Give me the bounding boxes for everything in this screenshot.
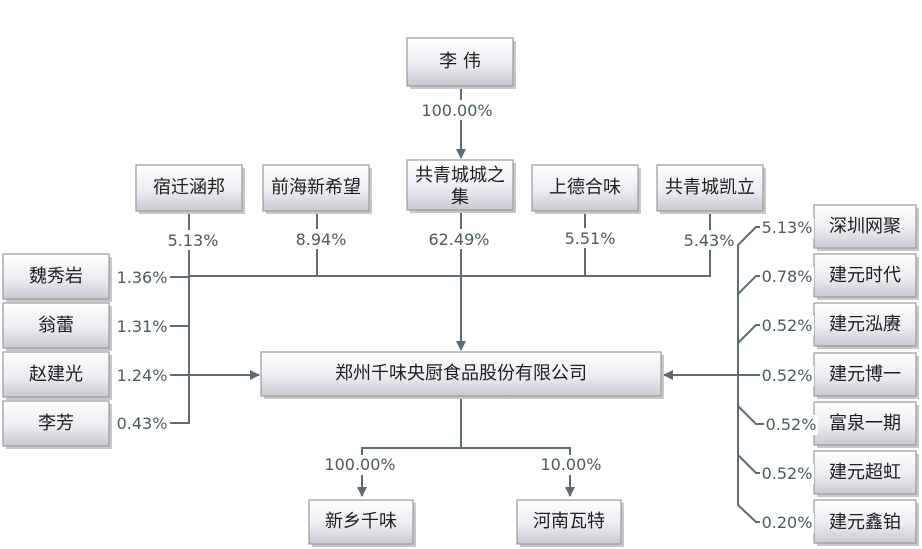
node-qh: 前海新希望 <box>262 164 372 214</box>
node-wl-label: 翁蕾 <box>38 315 74 336</box>
node-szwj-label: 深圳网聚 <box>829 216 901 237</box>
pct-jyby: 0.52% <box>762 366 813 385</box>
pct-hn: 10.00% <box>540 455 601 474</box>
connector-company-xx <box>357 398 462 497</box>
node-szwj: 深圳网聚 <box>813 204 919 251</box>
pct-jyhg: 0.52% <box>762 316 813 335</box>
pct-xx: 100.00% <box>324 455 395 474</box>
node-wl: 翁蕾 <box>2 302 112 351</box>
node-mid-label-1: 共青城城之 <box>415 165 505 186</box>
pct-kl: 5.43% <box>684 231 735 250</box>
node-jych-label: 建元超虹 <box>829 462 901 483</box>
pct-sd: 5.51% <box>565 229 616 248</box>
node-sd: 上德合味 <box>531 164 641 214</box>
pct-mid: 62.49% <box>428 230 489 249</box>
node-zjg: 赵建光 <box>2 351 112 400</box>
pct-qh: 8.94% <box>296 230 347 249</box>
node-mid-label-2: 集 <box>451 187 469 208</box>
node-fqyq: 富泉一期 <box>813 401 919 448</box>
percent-labels: 100.00% 5.13% 8.94% 62.49% 5.51% 5.43% 1… <box>114 100 818 533</box>
node-xx-label: 新乡千味 <box>325 511 397 532</box>
node-jyby: 建元博一 <box>813 352 919 399</box>
node-jysd-label: 建元时代 <box>829 265 901 286</box>
node-jych: 建元超虹 <box>813 450 919 497</box>
pct-wxy: 1.36% <box>117 268 168 287</box>
node-hn-label: 河南瓦特 <box>533 511 605 532</box>
pct-lf: 0.43% <box>117 414 168 433</box>
node-mid: 共青城城之 集 <box>406 159 516 213</box>
node-sd-label: 上德合味 <box>549 177 621 198</box>
node-jyby-label: 建元博一 <box>829 364 901 385</box>
pct-root-mid: 100.00% <box>421 101 492 120</box>
node-sq-label: 宿迁涵邦 <box>153 177 225 198</box>
pct-zjg: 1.24% <box>117 366 168 385</box>
node-jyxb-label: 建元鑫铂 <box>829 512 901 533</box>
node-lf-label: 李芳 <box>38 413 74 434</box>
node-sq: 宿迁涵邦 <box>135 164 245 214</box>
node-kl: 共青城凯立 <box>656 164 766 214</box>
connectors <box>170 87 812 523</box>
node-zjg-label: 赵建光 <box>29 364 83 385</box>
connector-left-bus <box>170 276 190 424</box>
connector-company-hn <box>461 447 575 497</box>
node-kl-label: 共青城凯立 <box>665 177 755 198</box>
node-jyhg-label: 建元泓赓 <box>829 314 901 335</box>
pct-szwj: 5.13% <box>762 218 813 237</box>
pct-sq: 5.13% <box>168 231 219 250</box>
node-company-label: 郑州千味央厨食品股份有限公司 <box>335 363 587 384</box>
node-lf: 李芳 <box>2 400 112 449</box>
pct-jysd: 0.78% <box>762 267 813 286</box>
node-xx: 新乡千味 <box>308 499 416 547</box>
pct-fqyq: 0.52% <box>766 415 817 434</box>
node-qh-label: 前海新希望 <box>271 177 361 198</box>
node-jyxb: 建元鑫铂 <box>813 499 919 546</box>
node-root-label: 李 伟 <box>439 51 481 72</box>
node-company: 郑州千味央厨食品股份有限公司 <box>260 351 664 399</box>
pct-jych: 0.52% <box>762 464 813 483</box>
node-wxy-label: 魏秀岩 <box>29 266 83 287</box>
node-jysd: 建元时代 <box>813 253 919 300</box>
pct-wl: 1.31% <box>117 317 168 336</box>
node-wxy: 魏秀岩 <box>2 253 112 302</box>
node-root: 李 伟 <box>406 37 516 89</box>
node-jyhg: 建元泓赓 <box>813 302 919 349</box>
node-hn: 河南瓦特 <box>516 499 624 547</box>
pct-jyxb: 0.20% <box>762 513 813 532</box>
node-fqyq-label: 富泉一期 <box>829 413 901 434</box>
